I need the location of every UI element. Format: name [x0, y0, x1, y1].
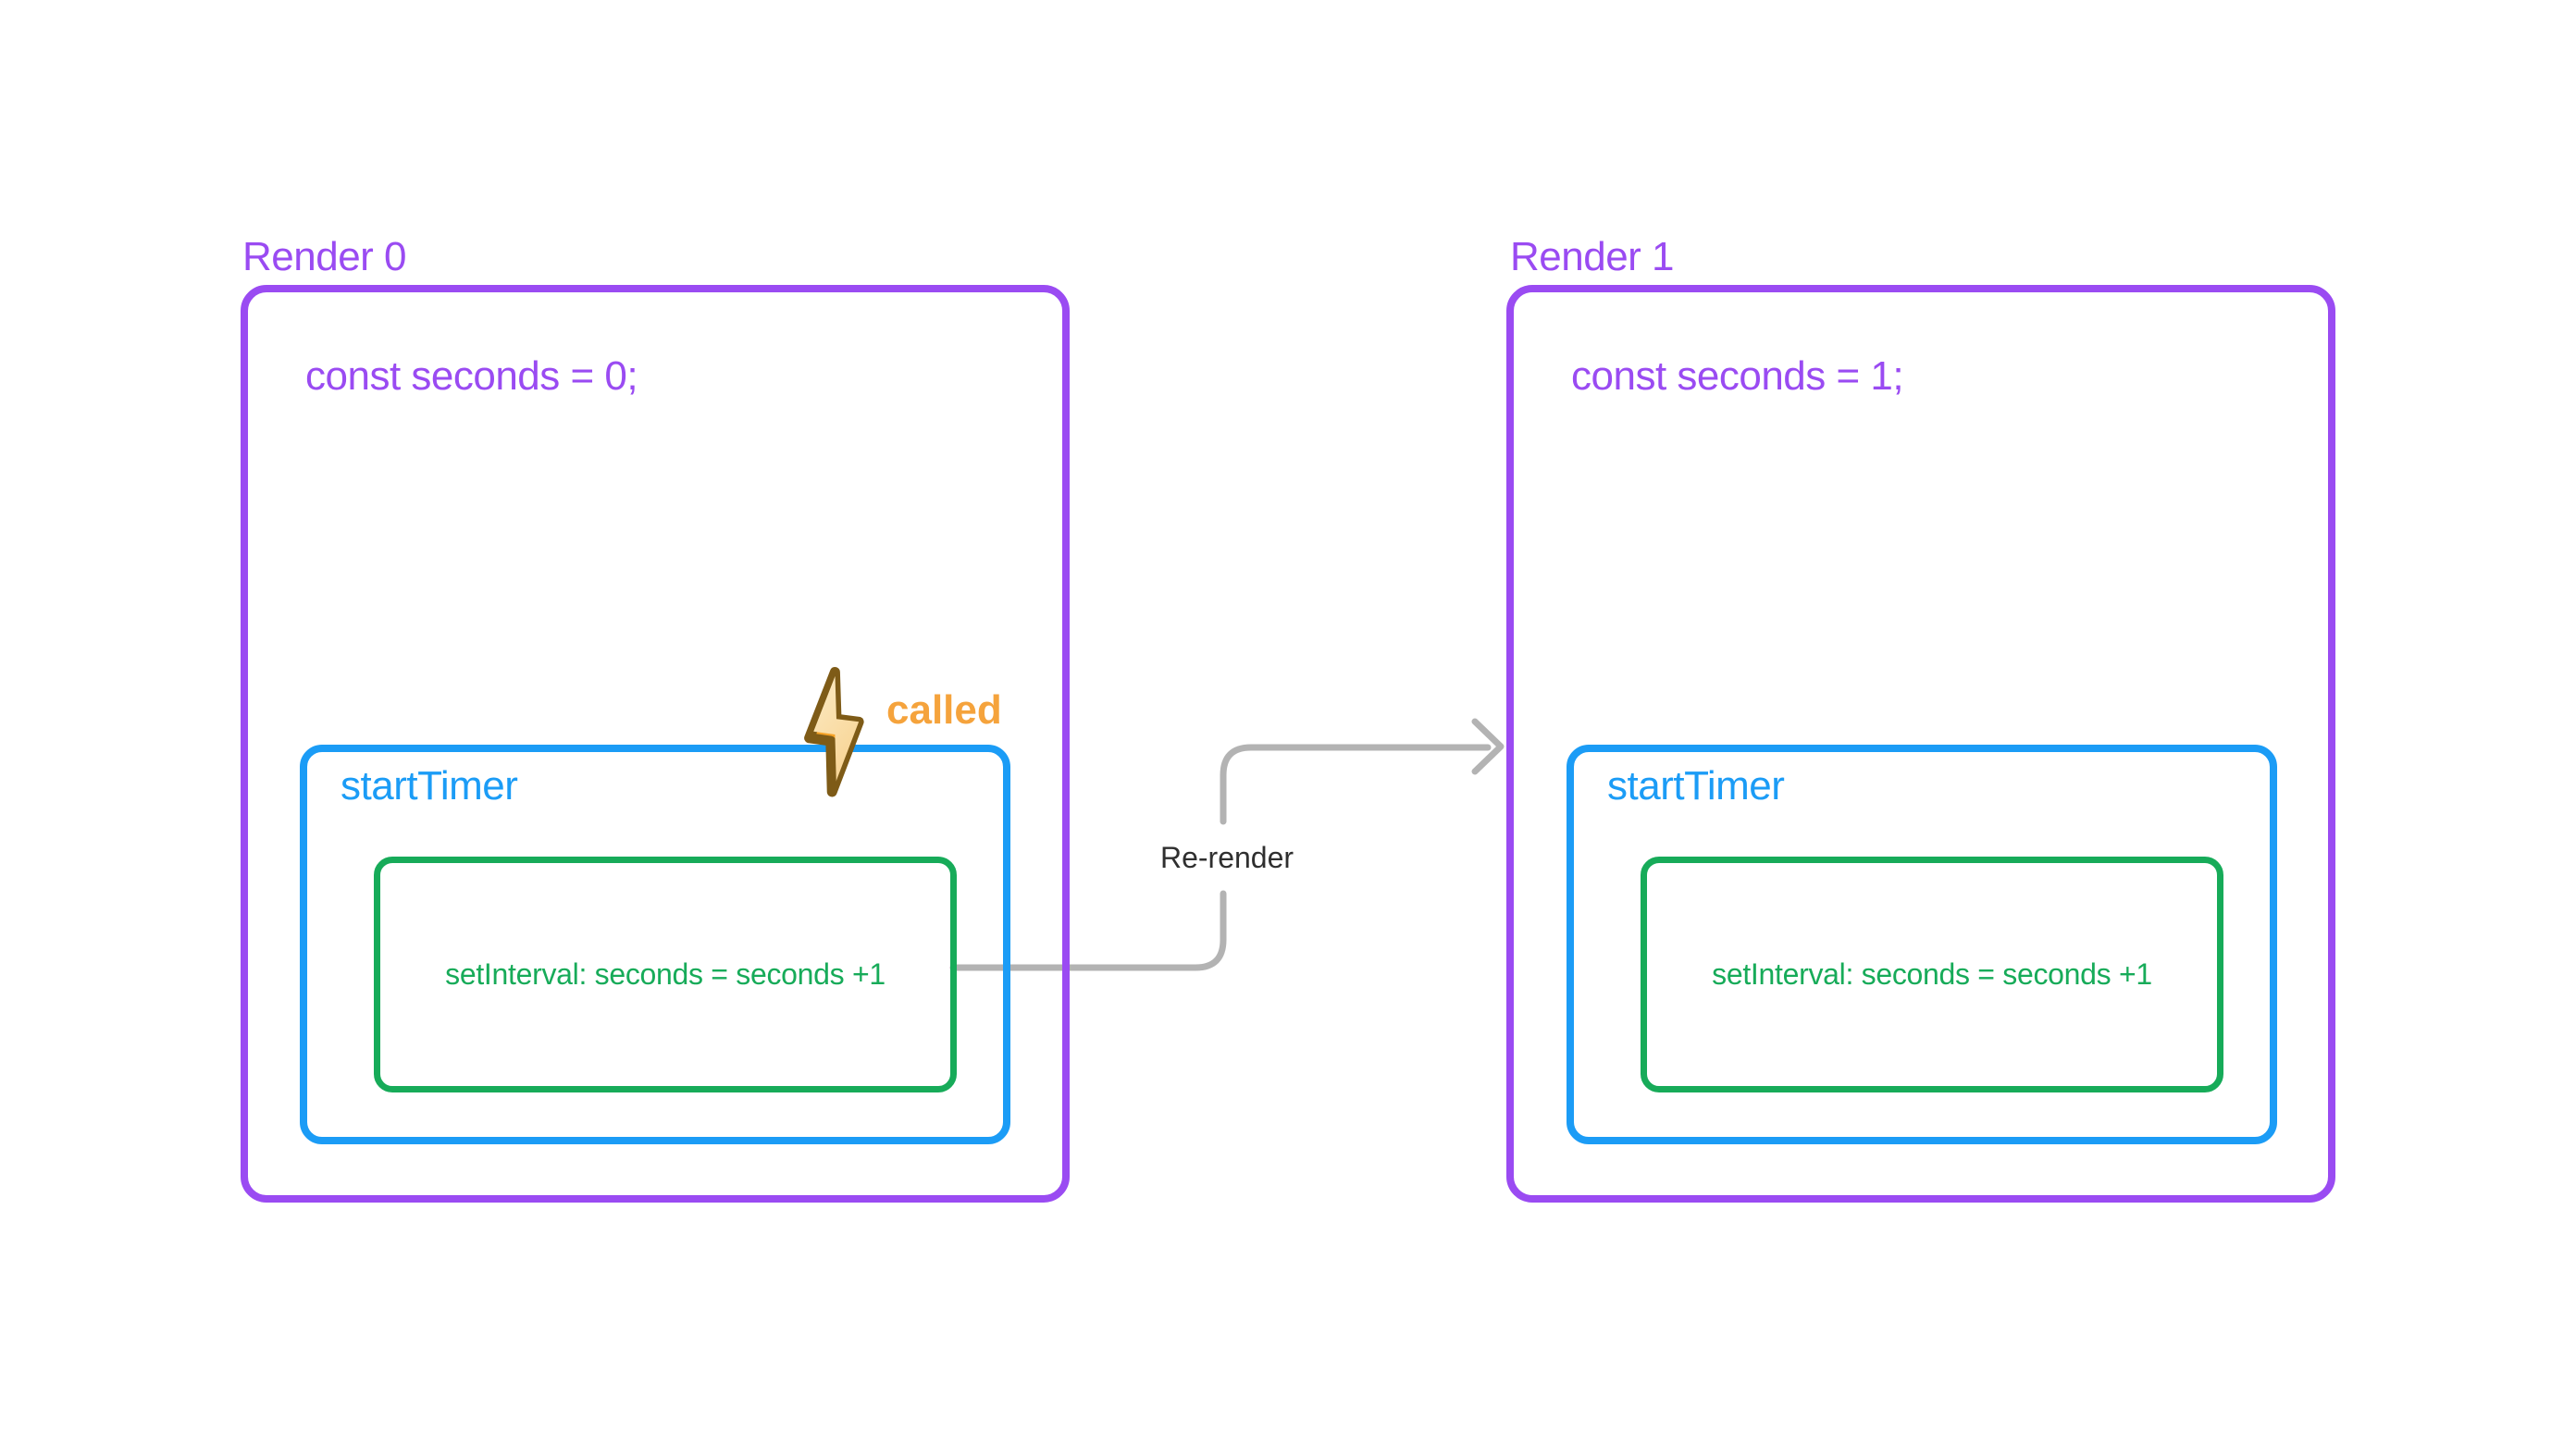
render-1-state-line: const seconds = 1;	[1571, 353, 1904, 399]
render-1-title: Render 1	[1510, 234, 1675, 279]
render-1-start-timer-label: startTimer	[1607, 763, 1785, 808]
arrow-head	[1471, 718, 1505, 775]
re-render-label: Re-render	[1159, 841, 1294, 874]
re-render-arrow	[949, 718, 1505, 971]
render-0-start-timer-box: startTimer setInterval: seconds = second…	[300, 745, 1010, 1144]
render-0-title: Render 0	[242, 234, 407, 279]
render-0-frame: const seconds = 0; startTimer setInterva…	[241, 285, 1070, 1203]
render-1-set-interval-label: setInterval: seconds = seconds +1	[1712, 957, 2152, 991]
render-0-start-timer-label: startTimer	[341, 763, 518, 808]
called-label: called	[886, 687, 1002, 733]
render-0-set-interval-box: setInterval: seconds = seconds +1	[374, 857, 957, 1092]
render-1-frame: const seconds = 1; startTimer setInterva…	[1506, 285, 2335, 1203]
lightning-bolt-icon	[804, 666, 864, 797]
render-0-state-line: const seconds = 0;	[305, 353, 638, 399]
arrow-segment-lower	[949, 890, 1227, 971]
arrow-segment-upper	[1220, 744, 1492, 825]
render-1-start-timer-box: startTimer setInterval: seconds = second…	[1567, 745, 2277, 1144]
render-1-set-interval-box: setInterval: seconds = seconds +1	[1641, 857, 2223, 1092]
render-0-set-interval-label: setInterval: seconds = seconds +1	[445, 957, 886, 991]
